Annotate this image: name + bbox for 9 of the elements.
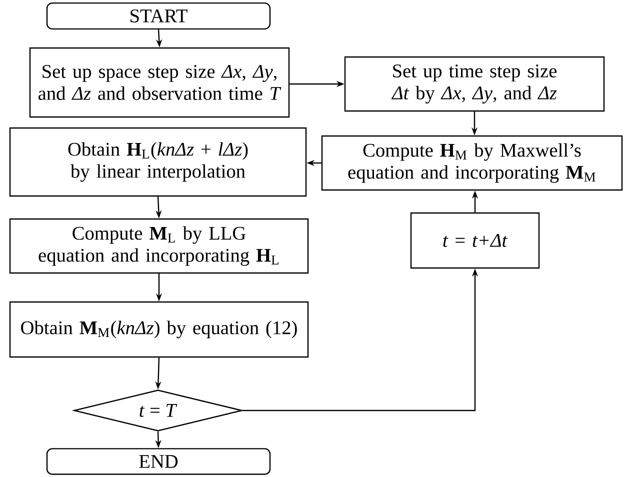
process-box: Set up space step size Δx, Δy, and Δz and observation time T (29, 47, 290, 118)
process-box: Obtain H$_{L}$(knΔz + lΔz) by linear interpolation (9, 127, 307, 197)
process-box: t = t+Δt (410, 212, 540, 269)
terminal-box: START (46, 2, 271, 30)
process-box: Obtain M$_{M}$(knΔz) by equation (12) (9, 301, 309, 358)
process-box: Compute H$_{M}$ by Maxwell’s equation and incorporating M$_{M}$ (321, 135, 623, 191)
process-box: Set up time step size Δt by Δx, Δy, and Δz (344, 56, 605, 112)
process-box: Compute M$_{L}$ by LLG equation and incorporating H$_{L}$ (9, 218, 309, 274)
terminal-box: END (46, 448, 271, 475)
